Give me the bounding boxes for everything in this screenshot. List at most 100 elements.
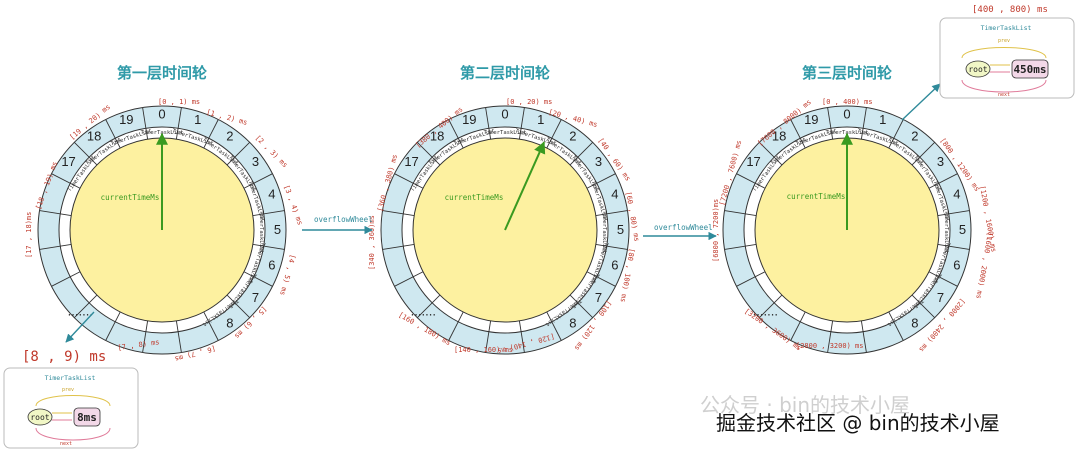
- slot-divider: [243, 271, 273, 287]
- slot-divider: [911, 294, 935, 318]
- slot-divider: [51, 173, 81, 189]
- slot-index: 4: [953, 186, 960, 201]
- slot-divider: [827, 107, 834, 140]
- slot-divider: [226, 142, 250, 166]
- slot-divider: [74, 294, 98, 318]
- slot-divider: [39, 243, 72, 250]
- current-time-pointer: [504, 141, 546, 231]
- slot-index: 3: [252, 154, 259, 169]
- wheel-title: 第二层时间轮: [460, 64, 550, 82]
- slot-divider: [937, 243, 970, 250]
- box-next: next: [60, 441, 72, 447]
- slot-index: 2: [226, 129, 233, 144]
- wheel-title: 第一层时间轮: [117, 64, 207, 82]
- slot-divider: [203, 119, 219, 149]
- slot-index: 0: [501, 107, 508, 122]
- slot-index: 0: [158, 107, 165, 122]
- overflow-arrow-1: overflowWheel: [302, 215, 373, 235]
- slot-divider: [485, 107, 492, 140]
- slot-divider: [937, 210, 970, 217]
- slot-index: 7: [252, 290, 259, 305]
- center-label: currentTimeMs: [445, 193, 504, 202]
- range-label: [0 , 400) ms: [822, 98, 873, 106]
- slot-divider: [586, 173, 616, 189]
- slot-index: 8: [226, 315, 233, 330]
- slot-divider: [226, 294, 250, 318]
- slot-divider: [39, 210, 72, 217]
- slot-divider: [888, 311, 904, 341]
- slot-divider: [586, 271, 616, 287]
- slot-divider: [448, 119, 464, 149]
- range-label: [0 , 1) ms: [158, 98, 200, 106]
- range-label: [6800 , 7200)ms: [712, 199, 720, 262]
- slot-divider: [790, 119, 806, 149]
- slot-index: 18: [430, 129, 444, 144]
- slot-divider: [595, 243, 628, 250]
- overflow-label: overflowWheel: [654, 223, 713, 232]
- range-label: [17 , 18)ms: [25, 212, 33, 258]
- root-node: [27, 408, 53, 426]
- slot-divider: [724, 243, 757, 250]
- slot-index: 5: [274, 222, 281, 237]
- slot-index: 1: [879, 112, 886, 127]
- box-prev: prev: [62, 387, 74, 393]
- slot-index: 17: [746, 154, 760, 169]
- range-label: [1600 , 2000) ms: [974, 232, 994, 300]
- slot-divider: [51, 271, 81, 287]
- slot-index: 7: [937, 290, 944, 305]
- slot-index: 5: [959, 222, 966, 237]
- slot-task-list-label: TimerTaskList: [483, 130, 526, 136]
- slot-divider: [485, 320, 492, 353]
- slot-index: 8: [569, 315, 576, 330]
- task-label: 450ms: [1013, 63, 1046, 76]
- box-range: [8 , 9) ms: [22, 349, 106, 365]
- box-range: [400 , 800) ms: [972, 5, 1048, 15]
- slot-index: 5: [617, 222, 624, 237]
- slot-divider: [252, 243, 285, 250]
- slot-index: 18: [87, 129, 101, 144]
- slot-divider: [569, 294, 593, 318]
- slot-divider: [595, 210, 628, 217]
- slot-divider: [860, 320, 867, 353]
- slot-divider: [569, 142, 593, 166]
- wheel-title: 第三层时间轮: [802, 64, 892, 82]
- slot-divider: [724, 210, 757, 217]
- overflow-label: overflowWheel: [314, 215, 373, 224]
- slot-divider: [911, 142, 935, 166]
- range-label: [0 , 20) ms: [506, 98, 552, 106]
- task-node: [1011, 59, 1049, 79]
- slot-divider: [105, 119, 121, 149]
- slot-divider: [888, 119, 904, 149]
- box-next: next: [998, 92, 1010, 98]
- slot-task-list-label: TimerTaskList: [943, 210, 949, 253]
- slot-divider: [203, 311, 219, 341]
- center-label: currentTimeMs: [101, 193, 160, 202]
- watermark: 掘金技术社区 @ bin的技术小屋: [716, 411, 1000, 435]
- center-label: currentTimeMs: [787, 192, 846, 201]
- slot-divider: [546, 119, 562, 149]
- slot-index: 6: [268, 258, 275, 273]
- slot-divider: [448, 311, 464, 341]
- slot-ellipsis: .......: [753, 304, 778, 319]
- root-label: root: [968, 65, 987, 74]
- root-label: root: [30, 413, 49, 422]
- slot-divider: [382, 243, 415, 250]
- slot-divider: [827, 320, 834, 353]
- slot-task-list-label: TimerTaskList: [258, 210, 264, 253]
- slot-index: 3: [595, 154, 602, 169]
- slot-divider: [175, 107, 182, 140]
- slot-divider: [736, 271, 766, 287]
- slot-divider: [142, 320, 149, 353]
- slot-divider: [546, 311, 562, 341]
- slot-index: 19: [804, 112, 818, 127]
- slot-index: 19: [119, 112, 133, 127]
- task-label: 8ms: [77, 411, 97, 424]
- slot-divider: [518, 320, 525, 353]
- slot-divider: [417, 142, 441, 166]
- slot-index: 17: [404, 154, 418, 169]
